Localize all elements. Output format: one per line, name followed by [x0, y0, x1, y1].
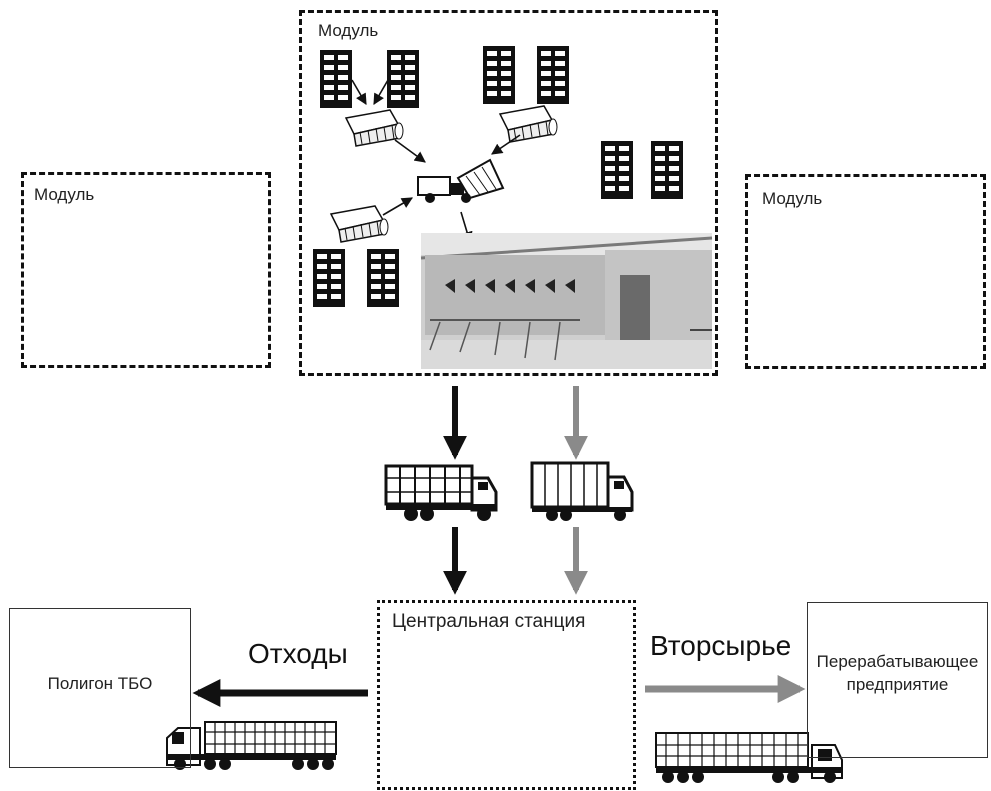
collection-arrows: [351, 79, 521, 244]
central-station-label: Центральная станция: [392, 611, 586, 632]
recyclables-semi-truck-icon: [655, 732, 843, 783]
central-station: Центральная станция: [377, 600, 636, 790]
garbage-truck-icon: [384, 464, 498, 521]
module-center: Модуль: [299, 10, 718, 376]
waste-flow-label: Отходы: [248, 638, 348, 669]
module-right: Модуль: [745, 174, 986, 369]
recyclables-flow-label: Вторсырье: [650, 630, 792, 661]
module-station-photo: [420, 233, 713, 369]
landfill-label: Полигон ТБО: [47, 674, 153, 693]
module-center-label: Модуль: [318, 21, 379, 40]
landfill-box: Полигон ТБО: [9, 608, 191, 768]
processing-plant-box: Перерабатывающее предприятие: [807, 602, 988, 758]
recyclables-truck-icon: [530, 461, 634, 521]
module-left-label: Модуль: [34, 185, 95, 204]
collection-vehicle-icon: [417, 158, 505, 203]
waste-semi-truck-icon: [166, 721, 337, 770]
module-right-label: Модуль: [762, 189, 823, 208]
processing-plant-label: Перерабатывающее предприятие: [816, 652, 979, 694]
module-left: Модуль: [21, 172, 271, 368]
